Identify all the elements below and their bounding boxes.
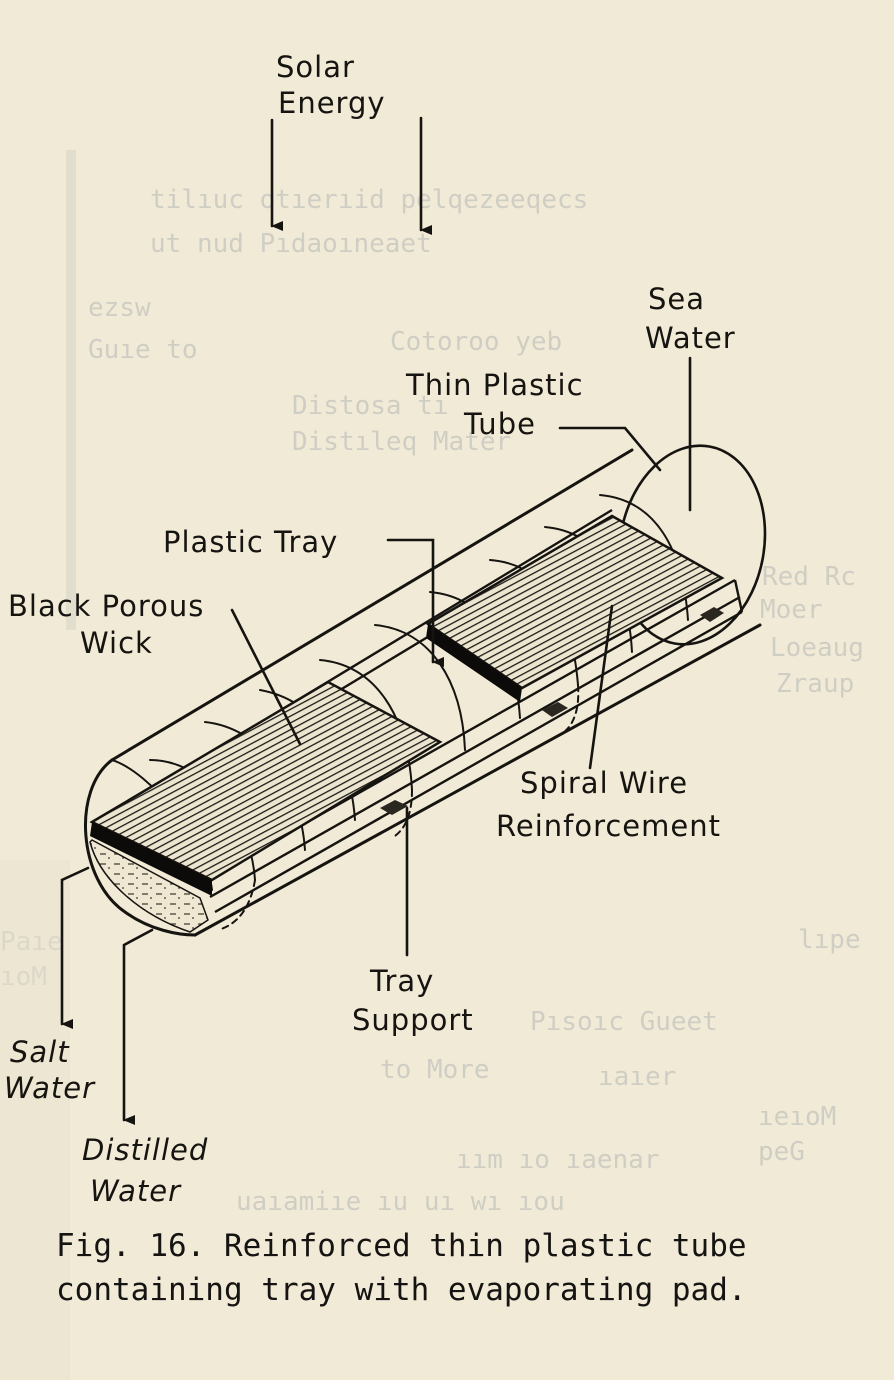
tube-bottom-edge [193,623,762,937]
label-black-porous-wick-1: Black Porous [8,589,204,623]
salt-water-leader [60,866,90,1029]
tray-leader [386,538,444,667]
label-spiral-wire-1: Spiral Wire [520,766,688,800]
svg-text:Zraup: Zraup [776,669,854,699]
svg-text:Distıleq Mater: Distıleq Mater [292,427,511,457]
label-plastic-tray: Plastic Tray [163,525,338,559]
spiral-wire-leader [588,604,614,770]
label-sea-water-2: Water [645,321,736,355]
svg-text:Red Rc: Red Rc [762,562,856,592]
leader-lines [60,116,692,1125]
label-sea-water-1: Sea [648,282,705,316]
svg-text:ıım ıo ıaenar: ıım ıo ıaenar [456,1145,660,1175]
label-thin-plastic-tube-1: Thin Plastic [405,368,584,402]
label-solar-energy-2: Energy [278,86,386,120]
labels: Solar Energy Sea Water Thin Plastic Tube… [4,50,736,1208]
tube-near-end [84,758,197,937]
svg-text:Distosa tı: Distosa tı [292,391,449,421]
svg-text:ezsw: ezsw [88,293,151,323]
label-salt-water-2: Water [4,1071,96,1105]
svg-text:Pısoıc Gueet: Pısoıc Gueet [530,1007,718,1037]
tube-top-edge [110,448,634,762]
label-spiral-wire-2: Reinforcement [496,809,721,843]
wick-leader [230,608,302,746]
label-distilled-water-2: Water [90,1174,182,1208]
svg-text:ıaıer: ıaıer [598,1062,676,1092]
svg-text:uaıamiıe ıu uı wı ıou: uaıamiıe ıu uı wı ıou [236,1187,565,1217]
svg-text:lıpe: lıpe [798,925,861,955]
tube-leader [558,426,662,472]
svg-text:tilıuc otıerıid pelqezeeqecs: tilıuc otıerıid pelqezeeqecs [150,185,588,215]
salt-water-reservoir [89,839,209,933]
svg-text:ut nud Pıdaoıneaet: ut nud Pıdaoıneaet [150,229,432,259]
label-solar-energy-1: Solar [276,50,355,84]
label-tray-support-1: Tray [369,964,434,998]
label-thin-plastic-tube-2: Tube [463,407,536,441]
label-distilled-water-1: Distilled [82,1133,208,1167]
svg-text:Guıe to: Guıe to [88,335,198,365]
svg-text:Loeaug: Loeaug [770,633,864,663]
svg-text:to More: to More [380,1055,490,1085]
wick-pad-near-edge [90,822,212,896]
svg-text:peG: peG [758,1137,805,1167]
svg-text:Moer: Moer [760,595,823,625]
black-porous-wick [89,514,725,896]
label-salt-water-1: Salt [10,1035,70,1069]
figure-caption: Fig. 16. Reinforced thin plastic tube co… [56,1228,747,1308]
label-black-porous-wick-2: Wick [80,626,153,660]
distilled-water-leader [122,928,154,1125]
svg-text:Cotoroo yeb: Cotoroo yeb [390,327,562,357]
label-tray-support-2: Support [352,1003,474,1037]
tray-supports [380,607,724,815]
bleed-through-ghost: tilıuc otıerıid pelqezeeqecs ut nud Pıda… [0,150,864,1380]
wick-pad-far-edge [426,624,522,702]
svg-text:ıeıoM: ıeıoM [758,1102,836,1132]
